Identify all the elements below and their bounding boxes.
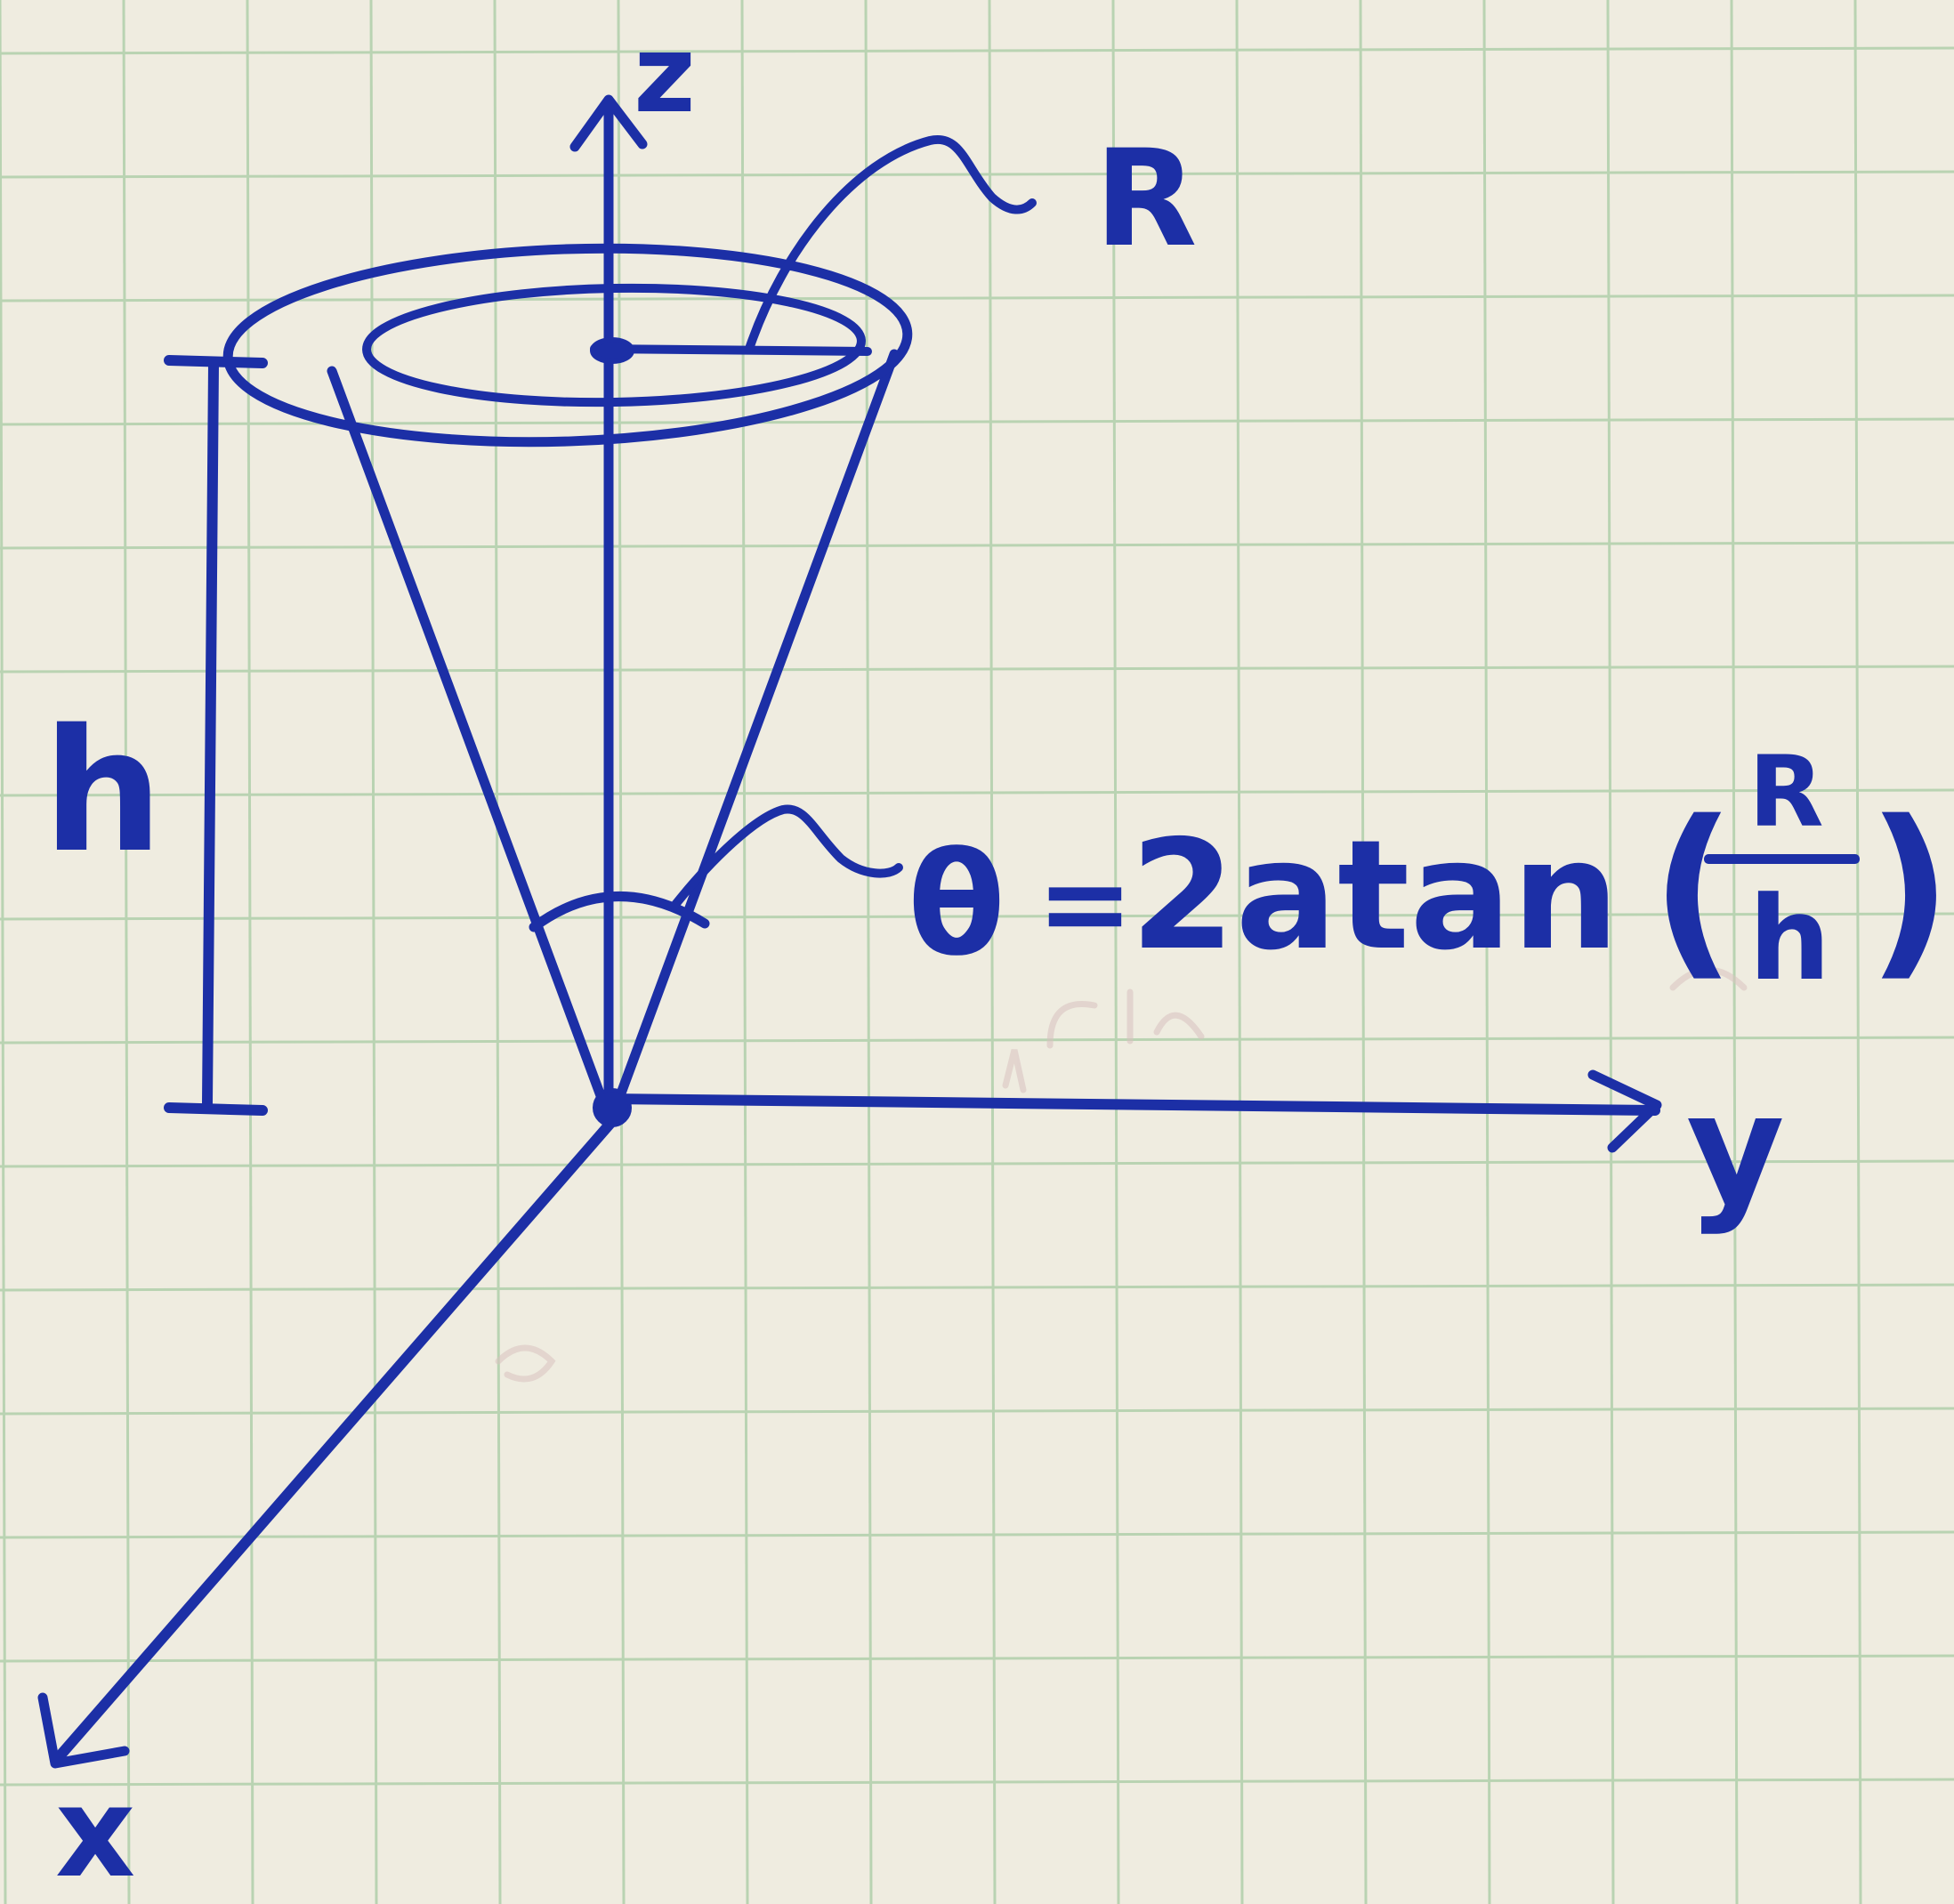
angle-arc xyxy=(529,891,710,932)
z-axis-arrowhead xyxy=(569,94,648,152)
x-axis-label: x xyxy=(55,1761,135,1904)
fraction-numerator: R xyxy=(1748,735,1824,849)
height-bar-vertical xyxy=(202,359,219,1109)
z-axis-label: z xyxy=(634,13,696,137)
grid-line-vertical xyxy=(1606,0,1615,1904)
cone-left-side xyxy=(327,366,610,1113)
grid-line-horizontal xyxy=(0,912,1954,921)
grid-line-horizontal xyxy=(0,1530,1954,1539)
grid-line-horizontal xyxy=(0,294,1954,303)
grid-line-vertical xyxy=(1111,0,1120,1904)
radius-line xyxy=(590,344,872,356)
fraction-denominator: h xyxy=(1748,871,1831,1006)
y-axis-label: y xyxy=(1686,1061,1785,1238)
grid-line-horizontal xyxy=(0,1654,1954,1663)
grid-line-horizontal xyxy=(0,1778,1954,1787)
formula-close-paren: ) xyxy=(1867,780,1952,998)
grid-line-horizontal xyxy=(0,665,1954,674)
formula-open-paren: ( xyxy=(1651,780,1736,998)
x-axis-arrowhead xyxy=(37,1692,130,1769)
rim-center-dot xyxy=(590,337,634,364)
grid-line-horizontal xyxy=(0,788,1954,797)
grid-line-vertical xyxy=(1482,0,1491,1904)
grid-line-vertical xyxy=(1235,0,1244,1904)
formula-function: 2atan xyxy=(1130,808,1619,984)
grid-line-vertical xyxy=(988,0,997,1904)
grid-line-vertical xyxy=(1359,0,1368,1904)
x-axis-line xyxy=(53,1114,619,1763)
grid-line-vertical xyxy=(122,0,131,1904)
grid-line-vertical xyxy=(369,0,378,1904)
grid-line-vertical xyxy=(1853,0,1862,1904)
grid-line-vertical xyxy=(740,0,749,1904)
fraction-bar xyxy=(1704,854,1860,864)
grid-line-horizontal xyxy=(0,1159,1954,1168)
formula-theta: θ xyxy=(908,821,1005,988)
grid-line-horizontal xyxy=(0,1283,1954,1292)
grid-line-vertical xyxy=(864,0,873,1904)
angle-leader-line xyxy=(670,804,903,910)
radius-leader-line xyxy=(745,134,1037,353)
labels: z R h y x θ = 2atan ( R h ) xyxy=(43,13,1952,1904)
origin-dot xyxy=(593,1088,632,1127)
grid-line-horizontal xyxy=(0,541,1954,550)
height-bar-bottom-cap xyxy=(164,1102,268,1116)
formula-equals: = xyxy=(1037,835,1134,971)
grid-line-horizontal xyxy=(0,1407,1954,1416)
ink-drawing xyxy=(37,94,1662,1769)
grid-line-vertical xyxy=(1730,0,1739,1904)
grid-line-vertical xyxy=(617,0,626,1904)
y-axis-arrowhead xyxy=(1587,1069,1662,1153)
bleed-through-marks xyxy=(495,966,1748,1383)
grid-line-horizontal xyxy=(0,46,1954,55)
height-label: h xyxy=(43,693,163,890)
grid-line-horizontal xyxy=(0,1036,1954,1045)
cone-right-side xyxy=(610,349,900,1113)
grid-line-vertical xyxy=(493,0,502,1904)
radius-label: R xyxy=(1094,122,1198,277)
cone-rim-inner-ellipse xyxy=(362,283,866,407)
grid-line-vertical xyxy=(0,0,7,1904)
y-axis-line xyxy=(603,1093,1660,1116)
